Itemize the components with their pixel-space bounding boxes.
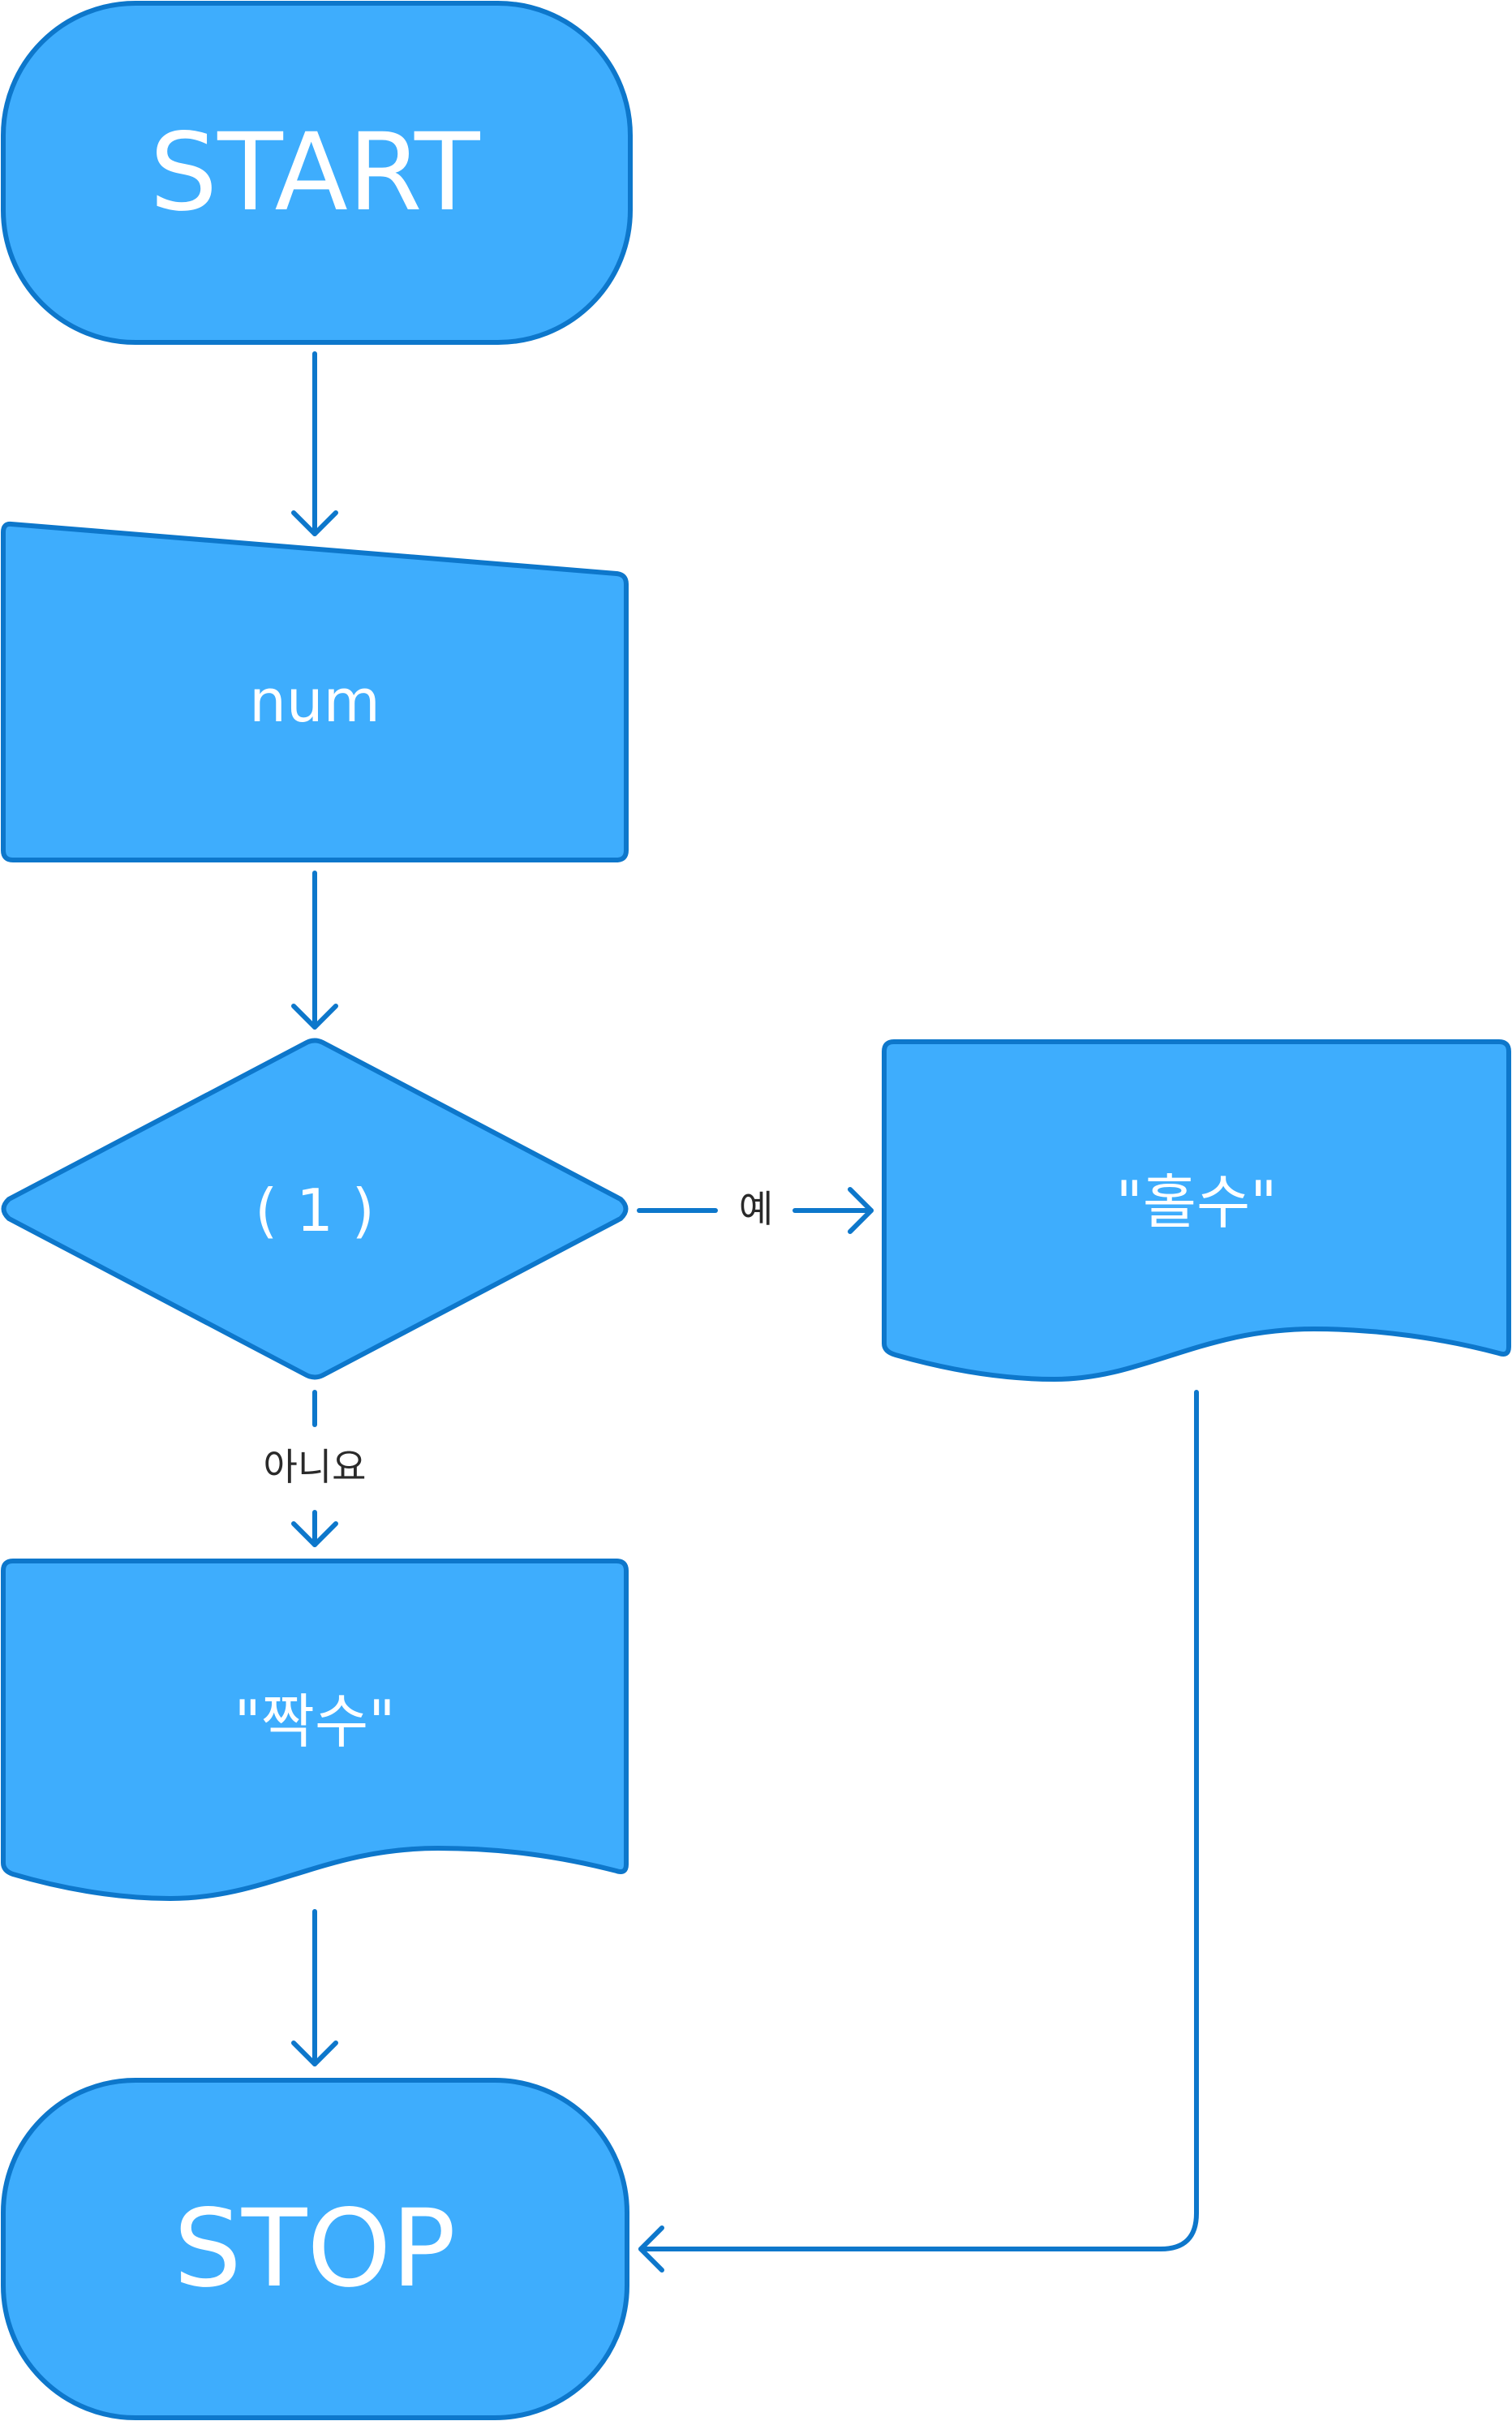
decision-diamond-shape: [1, 1038, 629, 1380]
input-node[interactable]: num: [1, 521, 629, 862]
arrow-head-icon: [638, 2225, 664, 2273]
edge-decision-to-odd: 예: [637, 1187, 874, 1234]
stop-node[interactable]: STOP: [1, 2078, 629, 2420]
arrow-head-icon: [848, 1187, 874, 1234]
stop-terminator-shape: [1, 2078, 629, 2420]
edge-label-yes: 예: [739, 1187, 773, 1231]
start-node[interactable]: START: [1, 1, 633, 345]
arrow-head-icon: [291, 1521, 338, 1547]
odd-output-node[interactable]: "홀수": [882, 1039, 1511, 1382]
start-terminator-shape: [1, 1, 633, 345]
even-output-node[interactable]: "짝수": [1, 1559, 629, 1901]
decision-label: ( 1 ): [255, 1176, 375, 1245]
input-label: num: [249, 667, 380, 735]
even-output-label: "짝수": [234, 1688, 396, 1756]
arrow-head-icon: [291, 510, 338, 536]
edge-odd-to-stop: [638, 1390, 1199, 2273]
start-label: START: [149, 110, 481, 235]
document-shape: [1, 1559, 629, 1901]
arrow-head-icon: [291, 2040, 338, 2066]
stop-label: STOP: [174, 2187, 456, 2311]
edge-input-to-decision: [291, 871, 338, 1030]
odd-output-label: "홀수": [1116, 1168, 1278, 1236]
manual-input-shape: [1, 521, 629, 862]
arrow-head-icon: [291, 1004, 338, 1030]
decision-node[interactable]: ( 1 ): [1, 1038, 629, 1380]
edge-even-to-stop: [291, 1909, 338, 2066]
edge-start-to-input: [291, 351, 338, 536]
edge-decision-to-even: 아니요: [264, 1390, 367, 1547]
edge-label-no: 아니요: [264, 1445, 367, 1489]
document-shape: [882, 1039, 1511, 1382]
